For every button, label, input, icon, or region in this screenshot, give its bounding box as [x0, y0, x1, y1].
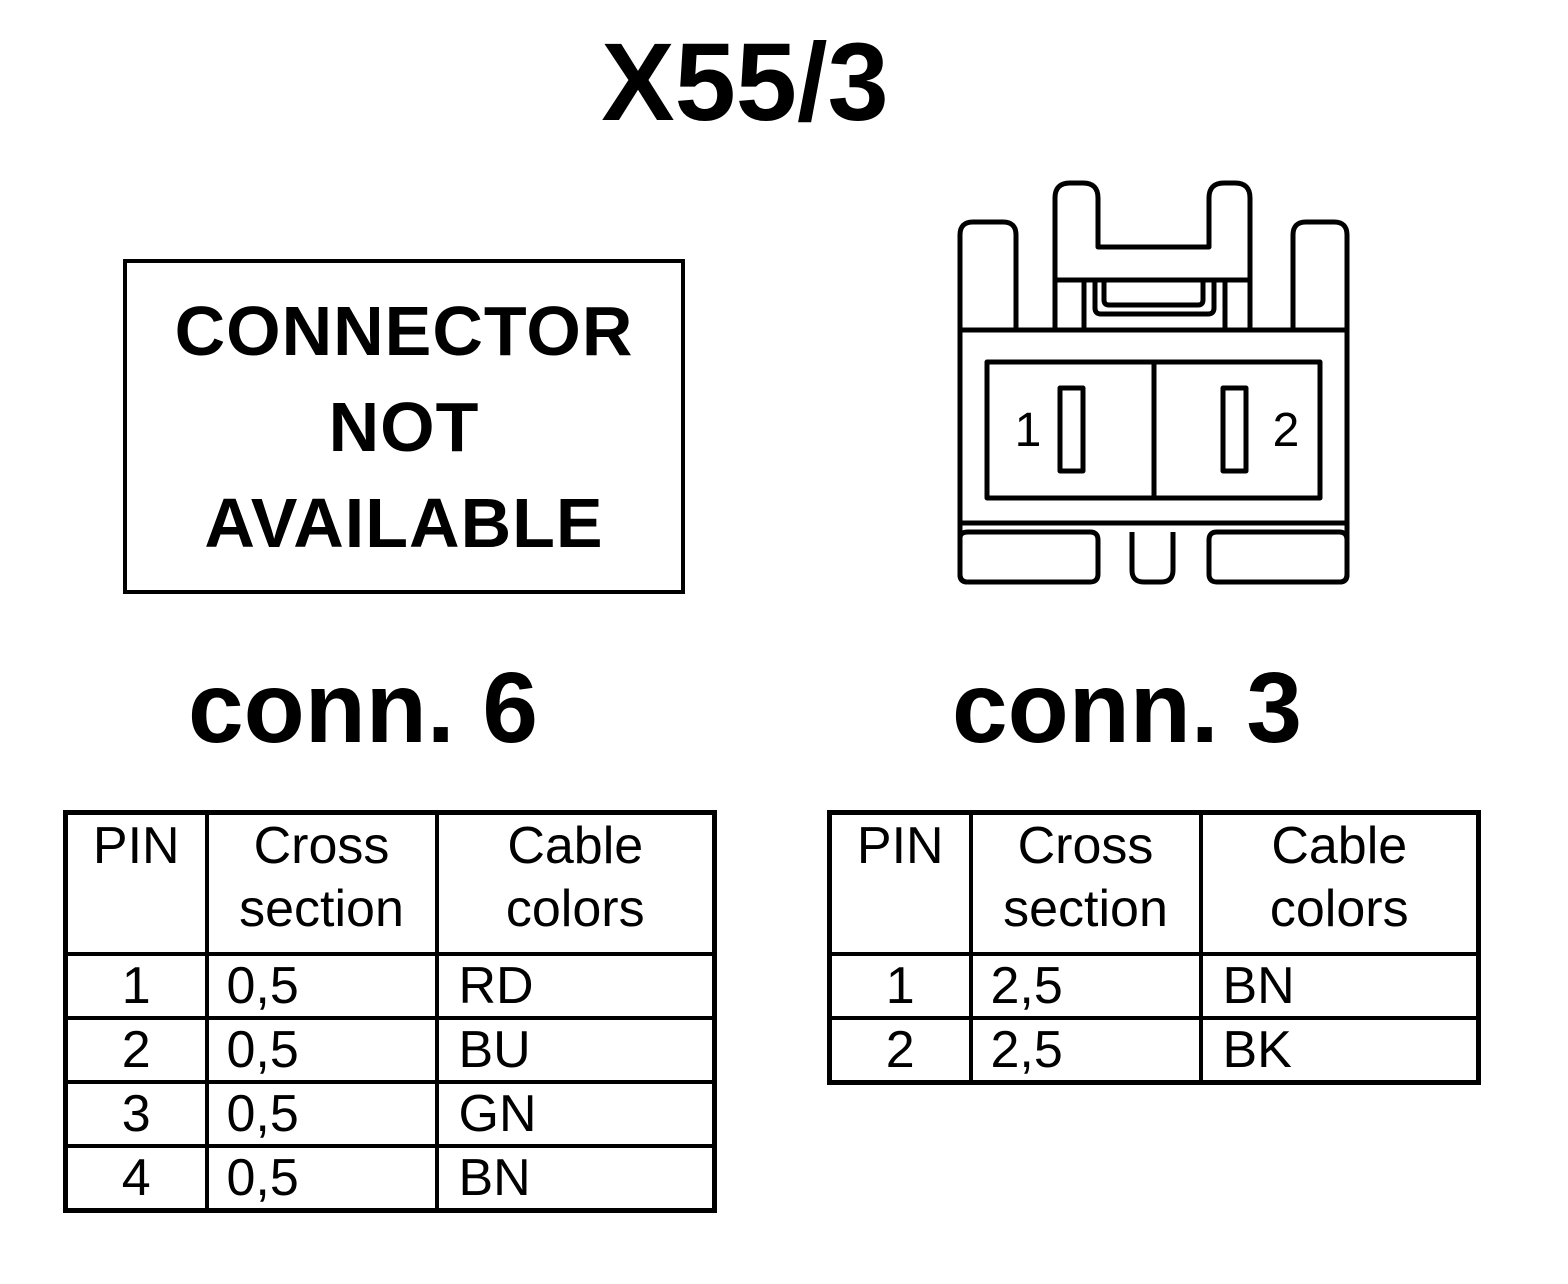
table-row: 1 2,5 BN — [827, 952, 1481, 1020]
header-colors-line1: Cable — [1271, 817, 1408, 875]
table-row: 2 0,5 BU — [63, 1016, 717, 1084]
pin-cell: 1 — [63, 952, 209, 1020]
header-colors-line1: Cable — [507, 817, 644, 875]
table-row: 2 2,5 BK — [827, 1016, 1481, 1085]
table-row: 3 0,5 GN — [63, 1080, 717, 1148]
pin-2-label: 2 — [1273, 404, 1300, 457]
cross-section-cell: 0,5 — [204, 952, 439, 1020]
table-row: 1 0,5 RD — [63, 952, 717, 1020]
cable-color-cell: RD — [434, 952, 717, 1020]
table-row: 4 0,5 BN — [63, 1144, 717, 1213]
connector-3-drawing: 1 2 — [957, 180, 1350, 585]
table-header-row: PIN Cross section Cable colors — [827, 810, 1481, 956]
pin-cell: 2 — [827, 1016, 973, 1085]
cross-section-cell: 0,5 — [204, 1080, 439, 1148]
cable-color-cell: BK — [1198, 1016, 1481, 1085]
cable-color-cell: BU — [434, 1016, 717, 1084]
pin-2-slot — [1220, 385, 1249, 474]
diagram-title: X55/3 — [601, 21, 889, 144]
cross-section-cell: 2,5 — [968, 952, 1203, 1020]
header-cross-section: Cross section — [204, 810, 439, 956]
header-cable-colors: Cable colors — [434, 810, 717, 956]
pin-cell: 3 — [63, 1080, 209, 1148]
pin-cell: 2 — [63, 1016, 209, 1084]
header-cross-line2: section — [1003, 880, 1168, 938]
conn3-label: conn. 3 — [952, 652, 1303, 764]
header-pin: PIN — [63, 810, 209, 956]
conn6-label: conn. 6 — [188, 652, 539, 764]
header-cable-colors: Cable colors — [1198, 810, 1481, 956]
pin-1-slot — [1057, 385, 1086, 474]
header-cross-line2: section — [239, 880, 404, 938]
conn3-pin-table: PIN Cross section Cable colors 1 2,5 BN … — [827, 810, 1481, 1085]
pin-cell: 4 — [63, 1144, 209, 1213]
conn6-pin-table: PIN Cross section Cable colors 1 0,5 RD … — [63, 810, 717, 1213]
cable-color-cell: BN — [1198, 952, 1481, 1020]
table-header-row: PIN Cross section Cable colors — [63, 810, 717, 956]
connector-latch — [1052, 180, 1253, 280]
cross-section-cell: 0,5 — [204, 1016, 439, 1084]
header-cross-section: Cross section — [968, 810, 1203, 956]
not-available-line-2: NOT — [328, 387, 480, 466]
header-colors-line2: colors — [1269, 880, 1409, 938]
pin-1-label: 1 — [1015, 404, 1042, 457]
header-cross-line1: Cross — [253, 817, 390, 875]
header-cross-line1: Cross — [1017, 817, 1154, 875]
cable-color-cell: GN — [434, 1080, 717, 1148]
connector-not-available-box: CONNECTOR NOT AVAILABLE — [123, 259, 685, 594]
cable-color-cell: BN — [434, 1144, 717, 1213]
header-pin: PIN — [827, 810, 973, 956]
not-available-line-1: CONNECTOR — [174, 291, 634, 370]
cross-section-cell: 0,5 — [204, 1144, 439, 1213]
pin-cell: 1 — [827, 952, 973, 1020]
not-available-line-3: AVAILABLE — [204, 483, 604, 562]
cross-section-cell: 2,5 — [968, 1016, 1203, 1085]
header-colors-line2: colors — [505, 880, 645, 938]
